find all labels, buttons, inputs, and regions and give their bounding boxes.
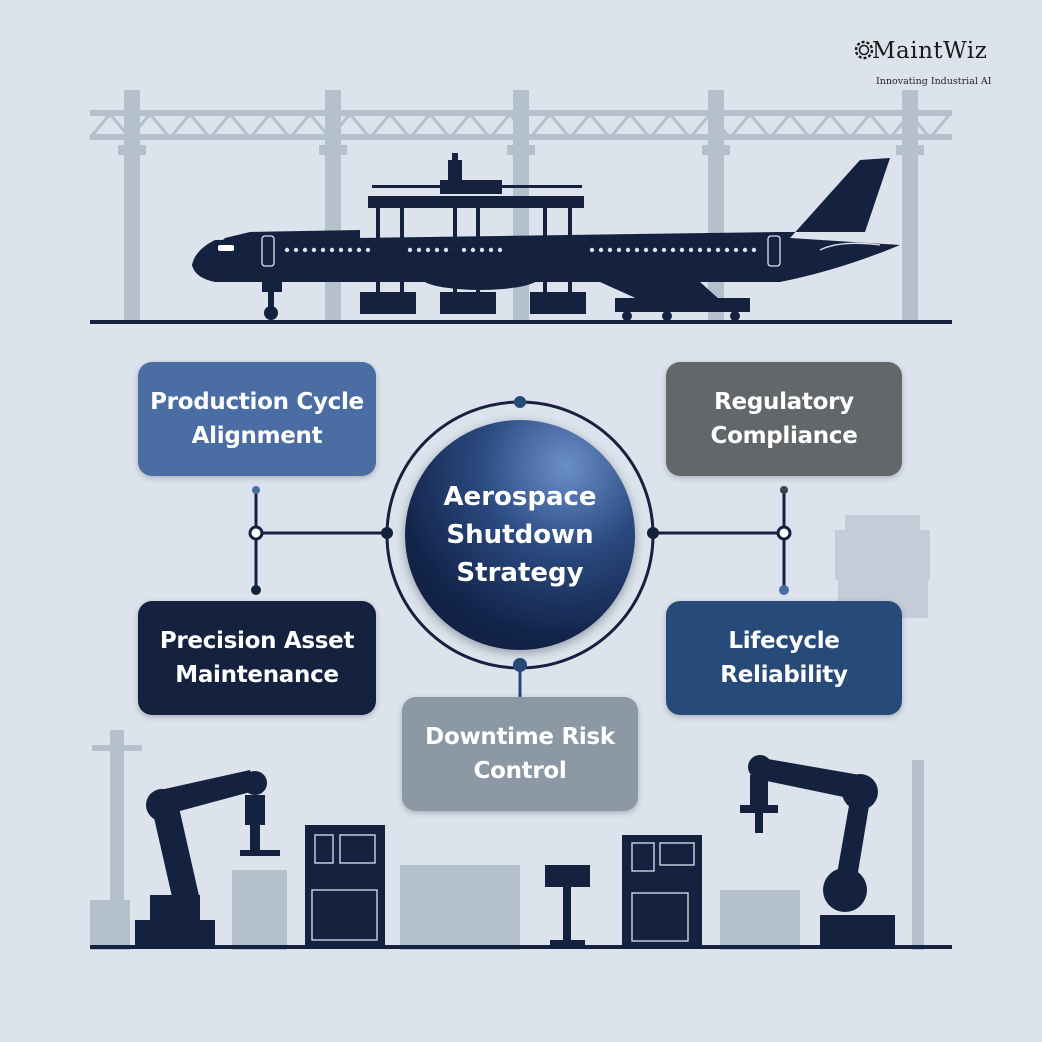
node-label-line: Compliance	[710, 423, 858, 449]
connector-nodes	[248, 396, 792, 672]
cnc-machine-left	[305, 825, 385, 945]
node-label-line: Precision Asset	[159, 628, 355, 654]
aircraft-windows	[218, 245, 234, 251]
node-label-line: Lifecycle	[728, 628, 840, 654]
cnc-machine-right	[622, 835, 702, 945]
maintenance-gantry	[368, 196, 584, 298]
central-topic-line: Shutdown	[446, 520, 594, 550]
background-machine	[835, 515, 930, 618]
floor-line	[90, 945, 952, 949]
background-structures	[90, 730, 924, 950]
node-label-line: Production Cycle	[150, 389, 364, 415]
central-topic-line: Strategy	[456, 558, 584, 588]
robot-arm-right	[740, 755, 895, 945]
brand-name: MaintWiz	[872, 38, 988, 64]
node-label-line: Downtime Risk	[425, 724, 615, 750]
central-topic-circle: Aerospace Shutdown Strategy	[405, 420, 635, 650]
node-label-line: Reliability	[720, 662, 848, 688]
node-label-line: Regulatory	[714, 389, 854, 415]
node-label-line: Control	[473, 758, 567, 784]
robot-arm-left	[135, 770, 280, 945]
node-label-line: Alignment	[191, 423, 323, 449]
central-topic-line: Aerospace	[443, 482, 597, 512]
node-label-line: Maintenance	[175, 662, 339, 688]
brand-tagline: Innovating Industrial AI	[876, 76, 992, 87]
spindle-stand	[545, 865, 590, 945]
gear-icon	[854, 40, 874, 60]
